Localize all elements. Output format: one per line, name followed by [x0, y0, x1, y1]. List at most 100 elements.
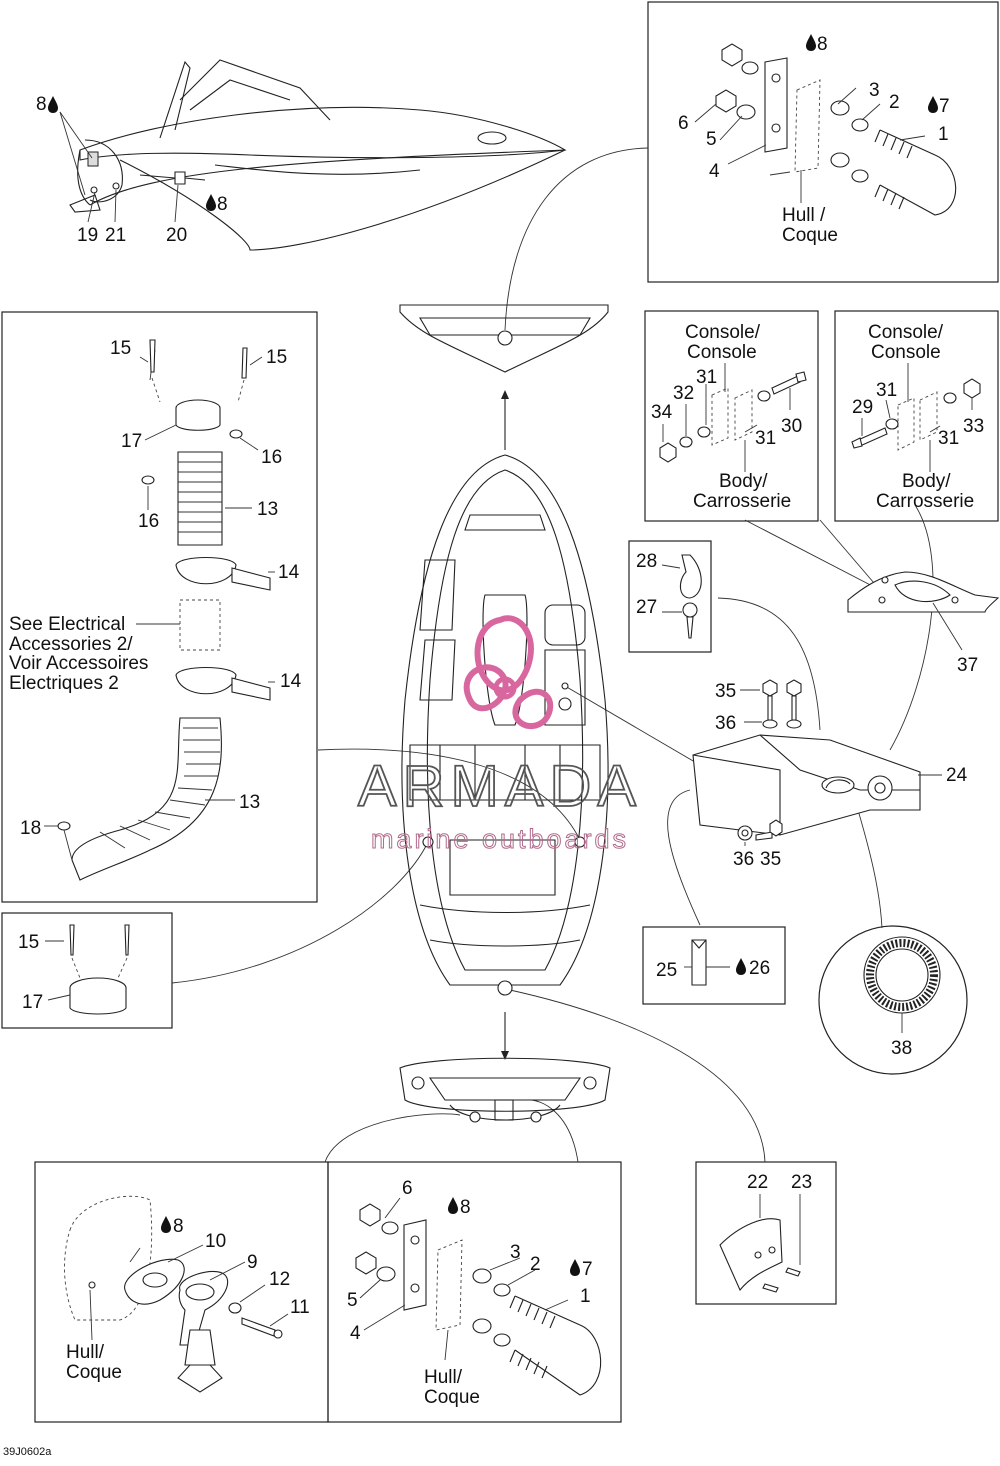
hull-label: Hull/ — [424, 1367, 463, 1388]
callout: 28 — [636, 551, 657, 572]
body-label: Carrosserie — [693, 491, 791, 512]
hull-label: Coque — [782, 225, 838, 246]
callout: 1 — [580, 1286, 591, 1307]
callout: 2 — [530, 1254, 541, 1275]
callout: 36 — [715, 713, 736, 734]
callout: 36 — [733, 849, 754, 870]
callout: 12 — [269, 1269, 290, 1290]
panel-tie-screw — [628, 540, 712, 653]
panel-console-right — [834, 310, 999, 522]
callout: 8 — [173, 1216, 184, 1237]
ring-38 — [863, 936, 941, 1033]
callout: 14 — [280, 671, 302, 692]
callout: 8 — [460, 1197, 471, 1218]
callout: 17 — [22, 992, 43, 1013]
console-label: Console — [871, 342, 941, 363]
drop-icon — [736, 958, 746, 975]
bumper-parts — [719, 1194, 801, 1293]
callout: 6 — [402, 1178, 413, 1199]
callout: 37 — [957, 655, 978, 676]
diagram-code: 39J0602a — [3, 1446, 52, 1458]
watermark-brand: ARMADA — [358, 754, 642, 819]
drop-icon — [570, 1259, 580, 1276]
drop-icon — [48, 96, 58, 113]
callout: 13 — [239, 792, 260, 813]
callout: 5 — [706, 129, 717, 150]
console-24 — [692, 679, 942, 846]
callout: 21 — [105, 225, 126, 246]
console-fastener-left — [659, 363, 807, 472]
callout: 19 — [77, 225, 98, 246]
u-bolt-assembly-top — [694, 43, 957, 216]
callout: 22 — [747, 1172, 768, 1193]
hull-label: Hull / — [782, 205, 826, 226]
callout: 10 — [205, 1231, 226, 1252]
drop-icon — [806, 34, 816, 51]
lubricant-drop-icons — [48, 34, 938, 1276]
body-label: Body/ — [719, 471, 768, 492]
watercraft-top-view — [401, 454, 609, 996]
callout: 31 — [755, 428, 776, 449]
drop-icon — [928, 96, 938, 113]
console-label: Console/ — [685, 322, 761, 343]
see-electrical-label: Electriques 2 — [9, 673, 119, 694]
callout: 24 — [946, 765, 968, 786]
callout: 26 — [749, 958, 770, 979]
callout: 20 — [166, 225, 187, 246]
callout: 16 — [261, 447, 282, 468]
panel-sealant — [642, 926, 786, 1005]
callout: 3 — [869, 80, 880, 101]
callout: 33 — [963, 416, 984, 437]
callout: 23 — [791, 1172, 812, 1193]
callout: 8 — [817, 34, 828, 55]
callout: 9 — [247, 1252, 258, 1273]
callout: 35 — [760, 849, 781, 870]
panel-ring-detail — [818, 925, 968, 1075]
callout: 14 — [278, 562, 300, 583]
callout: 3 — [510, 1242, 521, 1263]
callout: 15 — [266, 347, 287, 368]
watercraft-side-view — [59, 59, 567, 251]
see-electrical-label: Voir Accessoires — [9, 653, 148, 674]
callout: 38 — [891, 1038, 912, 1059]
panel-ventilation — [1, 311, 318, 903]
callout: 5 — [347, 1290, 358, 1311]
callout: 13 — [257, 499, 278, 520]
callout: 6 — [678, 113, 689, 134]
see-electrical-label: See Electrical — [9, 614, 125, 635]
callout: 31 — [876, 380, 897, 401]
callout: 15 — [18, 932, 39, 953]
callout: 15 — [110, 338, 131, 359]
callout: 31 — [696, 367, 717, 388]
watermark-propeller-logo — [463, 615, 554, 729]
callout: 27 — [636, 597, 657, 618]
watermark-tagline: marine outboards — [371, 824, 629, 854]
callout: 18 — [20, 818, 41, 839]
see-electrical-label: Accessories 2/ — [9, 634, 133, 655]
callout: 2 — [889, 92, 900, 113]
sealant-part — [684, 939, 730, 986]
panel-bumper — [695, 1161, 837, 1305]
tie-screw-parts — [661, 554, 702, 639]
callout: 34 — [651, 402, 673, 423]
callout: 35 — [715, 681, 736, 702]
callout: 29 — [852, 397, 873, 418]
body-label: Body/ — [902, 471, 951, 492]
panel-console-left — [644, 310, 819, 522]
drain-plug-assembly — [64, 1195, 289, 1393]
callout: 4 — [350, 1323, 361, 1344]
panel-hull-bolt-bottom — [327, 1161, 622, 1423]
panel-labels: Hull / Coque Console/ Console Body/ Carr… — [3, 205, 974, 1458]
panel-vent-cap — [1, 912, 173, 1029]
callout: 17 — [121, 431, 142, 452]
callout: 1 — [938, 124, 949, 145]
console-label: Console — [687, 342, 757, 363]
hull-stern-top-view — [399, 304, 609, 373]
hull-bow-bottom-view — [399, 1057, 611, 1123]
callout: 32 — [673, 383, 694, 404]
hull-label: Coque — [424, 1387, 480, 1408]
callout-numbers: 8 19 21 20 8 8 3 2 7 6 1 5 4 15 15 17 16… — [18, 34, 984, 1344]
callout: 8 — [217, 194, 228, 215]
drop-icon — [161, 1216, 171, 1233]
